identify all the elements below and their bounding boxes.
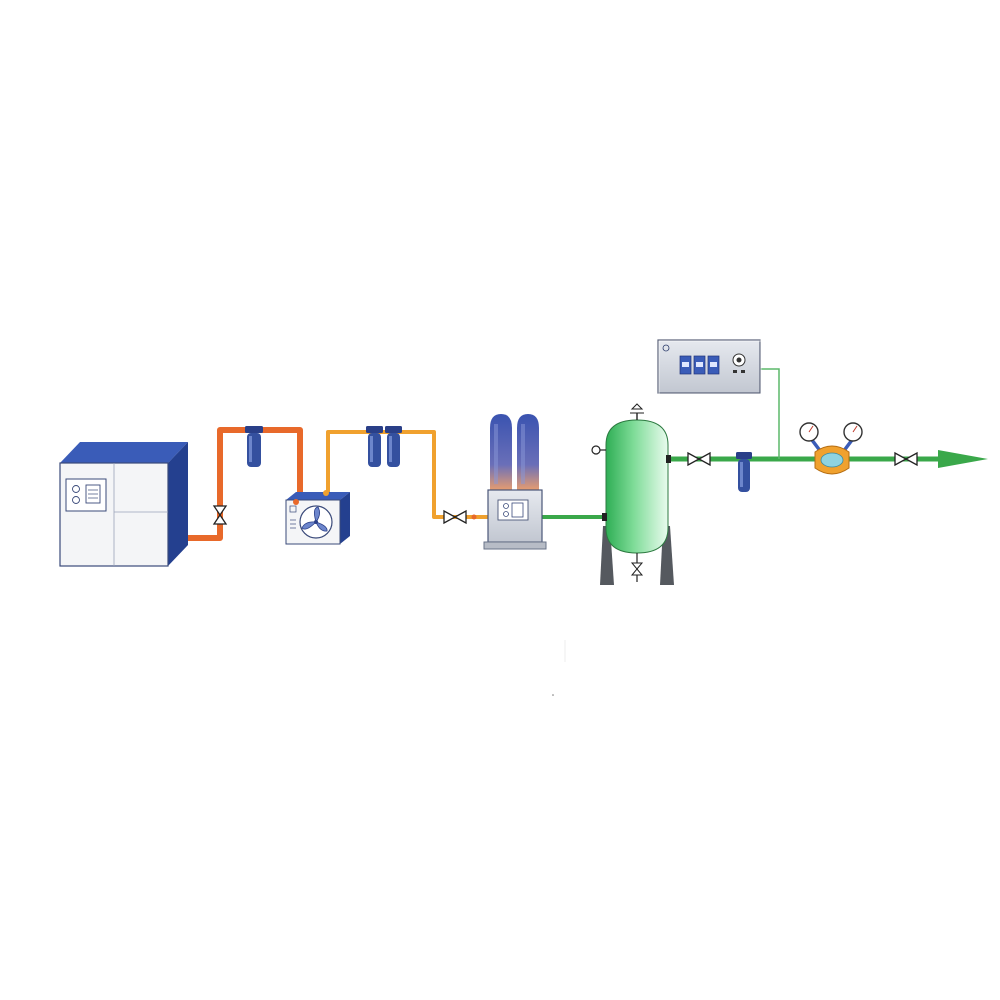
- analyzer-control-panel: [657, 339, 762, 395]
- valve-tank-outlet: [687, 451, 711, 467]
- panel-logo: [662, 344, 670, 352]
- faint-dot: [552, 694, 554, 696]
- valve-generator-inlet: [443, 509, 477, 525]
- nitrogen-generator: [483, 414, 547, 550]
- twin-tower-icon: [490, 414, 539, 492]
- panel-displays: [679, 355, 720, 375]
- compressor-side-face: [168, 442, 188, 566]
- pre-filter: [245, 426, 263, 467]
- pressure-vessel-icon: [605, 419, 669, 554]
- precision-filters: [366, 426, 402, 467]
- drain-valve-icon: [630, 553, 644, 582]
- air-compressor: [59, 442, 188, 567]
- compressor-top-face: [60, 442, 188, 463]
- valve-compressor-vertical: [212, 505, 228, 525]
- panel-dial-icon: [732, 353, 746, 367]
- safety-valve-icon: [630, 403, 644, 414]
- nitrogen-buffer-tank: [591, 403, 674, 585]
- pressure-gauge-icon-2: [843, 422, 863, 442]
- pipe-dryer-outlet: [326, 430, 490, 519]
- pressure-regulator-station: [799, 422, 863, 475]
- fan-icon: [299, 505, 333, 539]
- outlet-filter: [736, 452, 752, 492]
- compressor-control-screen: [65, 478, 107, 512]
- valve-outlet: [894, 451, 918, 467]
- pipe-compressor-outlet: [178, 427, 303, 541]
- tank-pressure-gauge-icon: [591, 445, 606, 455]
- refrigerated-air-dryer: [285, 490, 350, 545]
- nitrogen-outlet-arrow: [938, 450, 988, 468]
- signal-line-panel: [760, 368, 780, 459]
- pressure-gauge-icon: [799, 422, 819, 442]
